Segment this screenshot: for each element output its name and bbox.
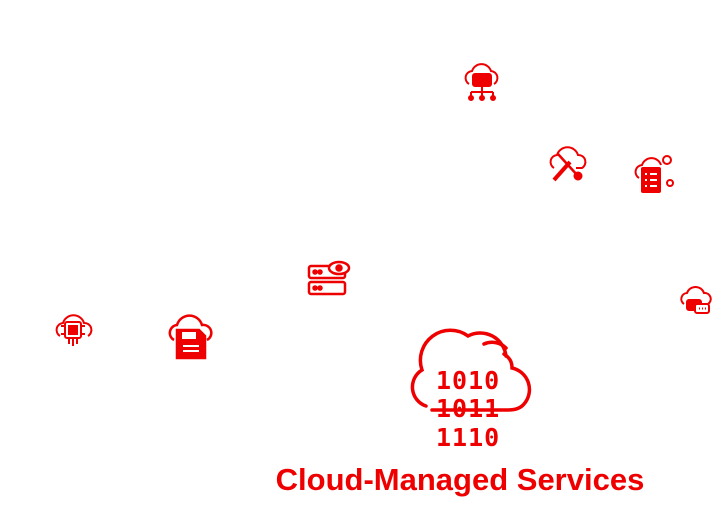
cloud-chip-icon (52, 306, 96, 352)
cloud-tools-icon (546, 140, 590, 184)
binary-row: 1011 (436, 394, 501, 423)
cloud-network-icon (461, 60, 503, 102)
cloud-binary-icon (404, 328, 538, 450)
page-title: Cloud-Managed Services (275, 462, 645, 497)
cloud-floppy-icon (166, 308, 216, 360)
binary-row: 1010 (436, 366, 501, 395)
cloud-server-settings-icon (633, 152, 677, 196)
binary-row: 1110 (436, 423, 501, 452)
server-eye-icon (306, 258, 352, 300)
cloud-chat-icon (679, 284, 713, 318)
